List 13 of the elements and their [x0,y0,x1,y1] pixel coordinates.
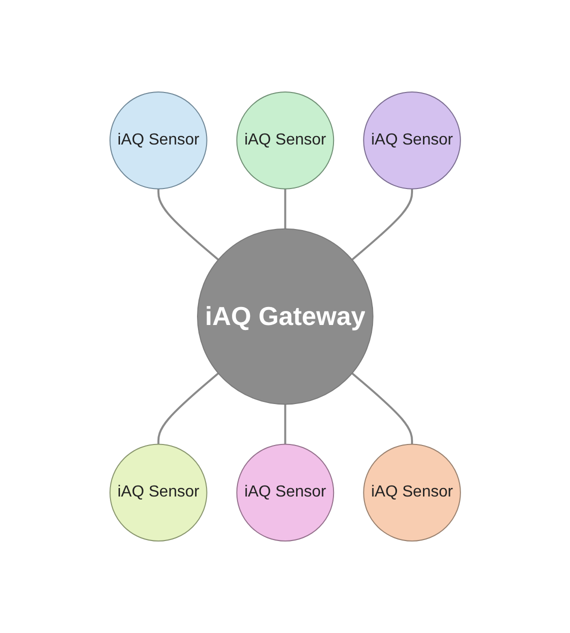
node-circle: iAQ Sensor [109,91,208,190]
connector [157,188,219,260]
node-circle: iAQ Sensor [362,91,461,190]
node-circle: iAQ Sensor [236,444,334,542]
node-circle: iAQ Sensor [109,444,208,542]
connector [284,404,286,444]
connector [284,188,286,229]
node-circle: iAQ Sensor [362,444,461,542]
node-circle: iAQ Sensor [236,91,334,190]
connector [351,188,413,260]
connector [351,372,413,444]
node-circle: iAQ Gateway [196,228,374,405]
connector [157,372,219,444]
